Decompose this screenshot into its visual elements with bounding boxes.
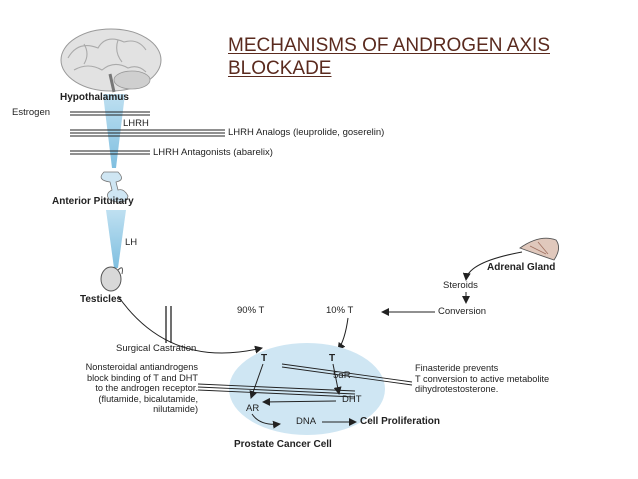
- antiandrogen-block: [197, 383, 356, 398]
- finasteride-block: [281, 363, 413, 386]
- antiandrogens-line-5: nilutamide): [153, 404, 198, 414]
- lh-label: LH: [125, 237, 138, 248]
- cell-proliferation-label: Cell Proliferation: [360, 416, 441, 427]
- five-alpha-reductase-label: 5αR: [333, 370, 351, 381]
- dht-label: DHT: [342, 394, 362, 405]
- page-title: MECHANISMS OF ANDROGEN AXIS BLOCKADE: [228, 35, 550, 79]
- pituitary-icon: [100, 171, 129, 203]
- finasteride-note: Finasteride prevents T conversion to act…: [415, 363, 615, 395]
- steroids-label: Steroids: [443, 280, 478, 291]
- t-to-dht-arrow: [332, 363, 342, 395]
- antiandrogens-line-2: block binding of T and DHT: [87, 372, 198, 383]
- antiandrogens-note: Nonsteroidal antiandrogens block binding…: [30, 362, 198, 415]
- hypothalamus-to-pituitary-arrow: [103, 94, 125, 168]
- t90-label: 90% T: [237, 305, 265, 316]
- cell-t-left-label: T: [261, 353, 268, 364]
- surgical-castration-label: Surgical Castration: [116, 343, 197, 354]
- dna-label: DNA: [296, 416, 317, 427]
- ar-label: AR: [246, 403, 260, 414]
- finasteride-line-1: Finasteride prevents: [415, 363, 499, 373]
- adrenal-gland-label: Adrenal Gland: [487, 262, 556, 273]
- hormone-lines: [70, 111, 225, 155]
- lhrh-analogs-label: LHRH Analogs (leuprolide, goserelin): [228, 127, 385, 138]
- conversion-label: Conversion: [438, 306, 487, 317]
- adrenal-gland-icon: [519, 237, 559, 261]
- adrenal-t-to-cell-arrow: [337, 317, 349, 351]
- antiandrogens-line-3: to the androgen receptor.: [95, 383, 198, 393]
- ar-to-dna-arrow: [251, 413, 281, 429]
- lhrh-antagonists-label: LHRH Antagonists (abarelix): [153, 147, 273, 158]
- castration-block: [165, 306, 172, 343]
- dht-to-ar-arrow: [262, 397, 337, 406]
- pituitary-to-testicles-arrow: [106, 210, 126, 268]
- adrenal-to-steroids-arrow: [462, 251, 523, 281]
- testicles-label: Testicles: [80, 294, 123, 305]
- anterior-pituitary-label: Anterior Pituitary: [52, 196, 134, 207]
- estrogen-label: Estrogen: [12, 107, 51, 118]
- finasteride-line-3: dihydrotestosterone.: [415, 384, 499, 394]
- testicle-icon: [100, 266, 123, 292]
- prostate-cancer-cell-label: Prostate Cancer Cell: [234, 439, 332, 450]
- lhrh-label: LHRH: [123, 118, 149, 129]
- finasteride-line-2: T conversion to active metabolite: [415, 373, 550, 384]
- cell-t-right-label: T: [329, 353, 336, 364]
- testicles-to-t-arrow: [117, 295, 263, 354]
- antiandrogens-line-4: (flutamide, bicalutamide,: [98, 393, 198, 404]
- brain-icon: [60, 28, 162, 93]
- t10-label: 10% T: [326, 305, 354, 316]
- antiandrogens-line-1: Nonsteroidal antiandrogens: [85, 362, 198, 372]
- hypothalamus-label: Hypothalamus: [60, 92, 129, 103]
